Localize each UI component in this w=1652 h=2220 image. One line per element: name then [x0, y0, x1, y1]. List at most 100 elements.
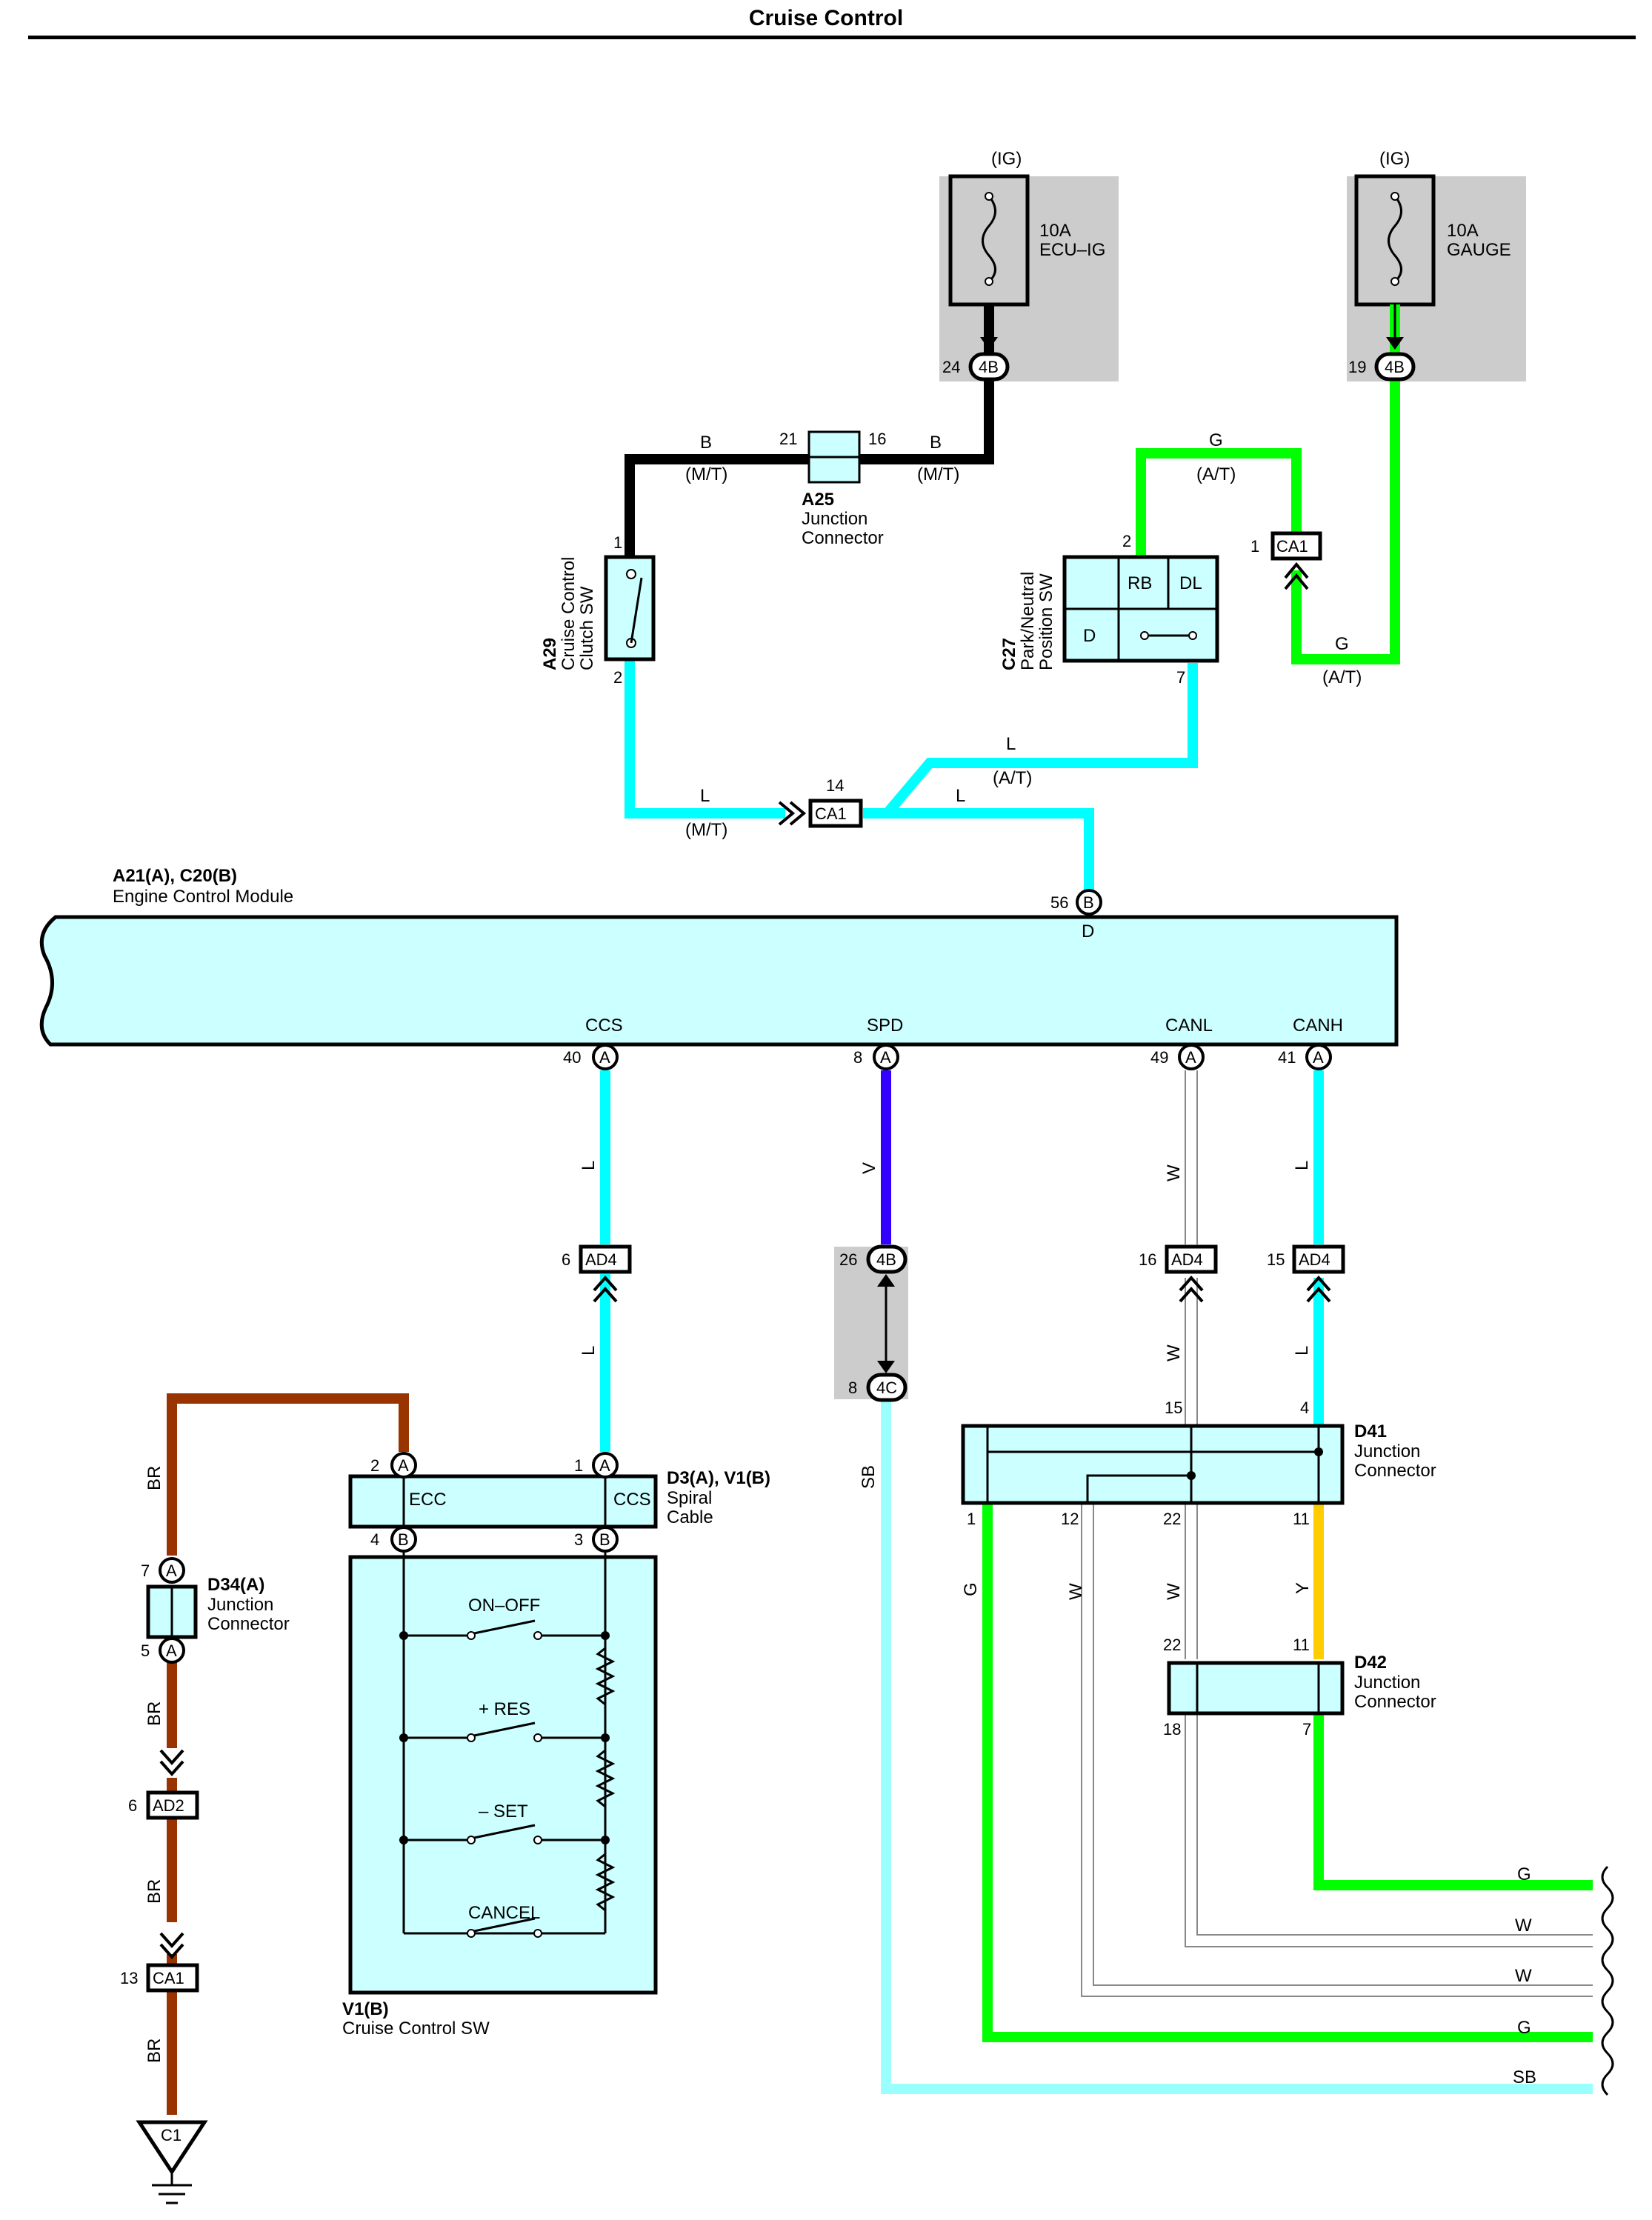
svg-text:1: 1 — [967, 1510, 976, 1528]
wire-label: G — [1335, 634, 1349, 654]
svg-text:2: 2 — [1122, 532, 1131, 550]
svg-text:18: 18 — [1163, 1720, 1181, 1739]
wire-label: V — [859, 1162, 879, 1174]
svg-text:A: A — [398, 1456, 409, 1475]
a25-junction-connector: 21 16 A25 Junction Connector — [779, 430, 886, 548]
title-rule — [28, 36, 1636, 39]
d34-junction-connector: A 7 A 5 D34(A) Junction Connector — [141, 1557, 290, 1664]
d3-spiral-cable: ECC CCS A 2 A 1 B 4 B 3 D3(A), V1(B) Spi… — [348, 1452, 770, 1553]
svg-text:41: 41 — [1278, 1048, 1296, 1067]
wire-d42-g — [1313, 1704, 1593, 1890]
svg-text:RB: RB — [1128, 573, 1152, 593]
wire-label: SB — [859, 1465, 879, 1489]
wire-label: W — [1515, 1966, 1532, 1986]
svg-text:D: D — [1083, 626, 1096, 646]
wire-label: BR — [144, 2039, 164, 2063]
wire-label: W — [1066, 1583, 1086, 1600]
svg-text:16: 16 — [868, 430, 886, 448]
wire-label: BR — [144, 1466, 164, 1490]
svg-text:Junction: Junction — [1354, 1441, 1420, 1461]
svg-text:DL: DL — [1179, 573, 1202, 593]
svg-text:22: 22 — [1163, 1636, 1181, 1654]
fuse-gauge: (IG) 10A GAUGE — [1347, 149, 1526, 381]
wire-label: (A/T) — [1196, 464, 1236, 484]
wire-label: L — [579, 1161, 599, 1170]
svg-text:4B: 4B — [876, 1250, 896, 1269]
svg-text:Connector: Connector — [207, 1614, 290, 1634]
svg-text:D41: D41 — [1354, 1421, 1387, 1441]
fuse-terminal — [985, 277, 993, 286]
spd-connector-4b-4c: 4B 26 4C 8 — [834, 1244, 908, 1402]
wire-label: B — [930, 433, 942, 453]
wire-label: (A/T) — [993, 768, 1032, 788]
svg-text:12: 12 — [1061, 1510, 1079, 1528]
wire-l-ecm — [863, 808, 1094, 893]
svg-text:AD4: AD4 — [1171, 1250, 1203, 1269]
wire-break-icon — [1601, 1865, 1614, 2096]
ad4-connector: AD4 16 — [1139, 1244, 1218, 1303]
wire-sb — [881, 1400, 1593, 2094]
svg-text:A29: A29 — [540, 638, 560, 670]
wire-l-at — [885, 663, 1198, 815]
switch-label: CANCEL — [468, 1903, 540, 1923]
fuse-ecu-ig: (IG) 10A ECU–IG — [939, 149, 1119, 381]
svg-text:Clutch SW: Clutch SW — [577, 586, 597, 670]
svg-text:1: 1 — [1250, 537, 1259, 556]
svg-text:1: 1 — [613, 533, 622, 552]
wire-label: (M/T) — [685, 464, 727, 484]
wire-label: (M/T) — [685, 820, 727, 840]
svg-text:21: 21 — [779, 430, 797, 448]
svg-text:7: 7 — [141, 1561, 150, 1580]
svg-text:A: A — [599, 1456, 610, 1475]
svg-text:B: B — [1083, 893, 1094, 912]
svg-text:D42: D42 — [1354, 1653, 1387, 1673]
switch-label: – SET — [479, 1801, 528, 1821]
wire-label: L — [700, 786, 710, 806]
pin-number: 24 — [942, 358, 960, 376]
svg-text:CCS: CCS — [585, 1016, 623, 1036]
fuse-amps: 10A — [1447, 221, 1479, 241]
svg-text:CA1: CA1 — [1276, 537, 1308, 556]
svg-text:15: 15 — [1165, 1399, 1182, 1417]
wire-l-mt — [625, 659, 785, 819]
svg-text:SPD: SPD — [867, 1016, 903, 1036]
svg-text:C27: C27 — [999, 638, 1019, 670]
ground-c1: C1 — [136, 2120, 208, 2204]
wire-label: W — [1164, 1164, 1184, 1181]
svg-text:4B: 4B — [979, 358, 999, 376]
wire-label: BR — [144, 1879, 164, 1904]
fuse-source-label: (IG) — [1379, 149, 1410, 169]
svg-text:6: 6 — [562, 1250, 570, 1269]
svg-text:Position SW: Position SW — [1036, 573, 1056, 670]
page-title: Cruise Control — [748, 6, 904, 30]
svg-text:A: A — [166, 1641, 177, 1660]
wire-label: G — [1517, 2018, 1531, 2038]
svg-text:2: 2 — [613, 668, 622, 687]
fuse-terminal — [985, 192, 993, 201]
wire-label: G — [961, 1582, 981, 1596]
ca1-connector-mid: CA1 14 — [778, 776, 863, 828]
connector-4b: 4B 24 — [942, 304, 1010, 381]
wire-label: SB — [1513, 2067, 1536, 2087]
svg-text:13: 13 — [120, 1969, 138, 1987]
svg-text:D: D — [1082, 921, 1094, 941]
svg-text:B: B — [599, 1530, 610, 1549]
ad4-connector: AD4 6 — [562, 1244, 632, 1303]
svg-text:A: A — [1185, 1048, 1196, 1067]
resistor-icon — [595, 1853, 616, 1912]
svg-text:C1: C1 — [161, 2126, 181, 2144]
svg-text:CA1: CA1 — [815, 804, 847, 823]
svg-text:4B: 4B — [1385, 358, 1405, 376]
svg-text:11: 11 — [1293, 1510, 1310, 1528]
v1-cruise-control-switch: ON–OFF + RES – SET CANCEL V1(B) Cruise C… — [342, 1551, 658, 2039]
wire-label: W — [1515, 1916, 1532, 1936]
wire-d41-g — [982, 1502, 1593, 2042]
svg-text:3: 3 — [574, 1530, 583, 1549]
wire-label: Y — [1293, 1582, 1313, 1594]
svg-text:A25: A25 — [802, 490, 834, 510]
wire-br — [167, 1393, 409, 1556]
svg-text:Junction: Junction — [802, 509, 867, 529]
svg-text:49: 49 — [1150, 1048, 1168, 1067]
fuse-source-label: (IG) — [991, 149, 1022, 169]
